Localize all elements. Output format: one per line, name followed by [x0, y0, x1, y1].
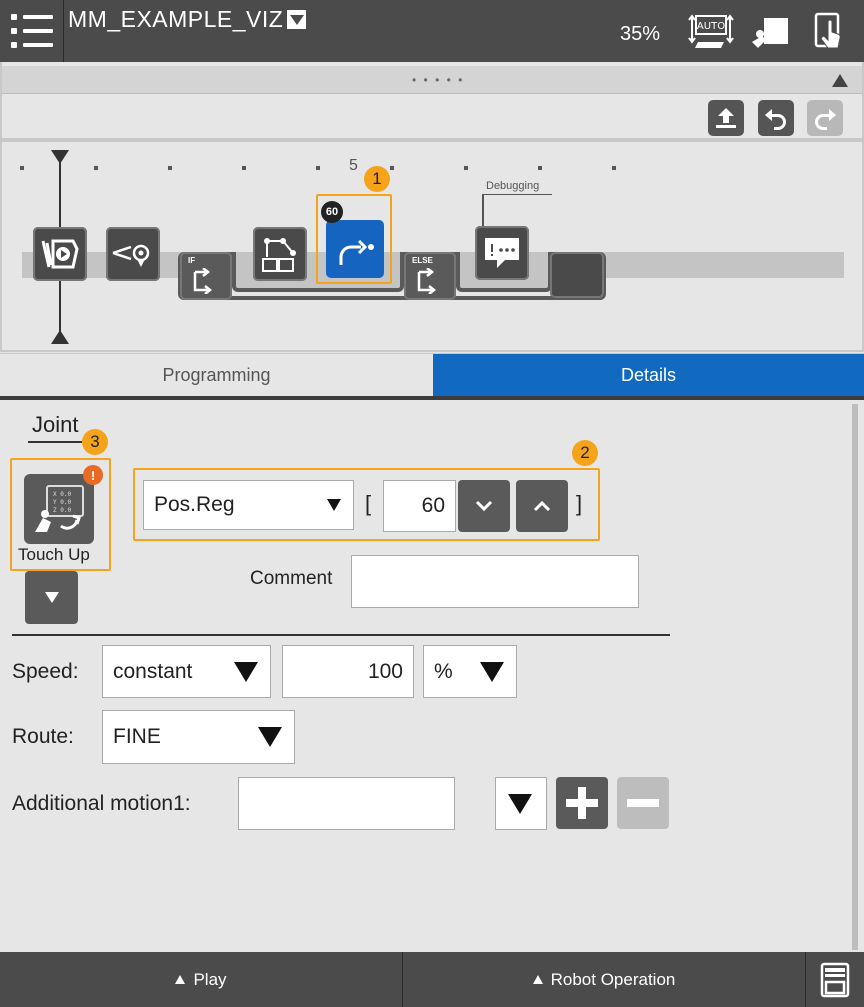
- if-node[interactable]: IF: [180, 252, 232, 300]
- expand-up-icon: [175, 975, 186, 984]
- highlight-box-3: [10, 458, 111, 571]
- debug-annotation: Debugging: [486, 180, 540, 192]
- touch-up-icon: X 0.0 Y 0.0 Z 0.0: [35, 485, 84, 532]
- ruler-number: 5: [349, 157, 358, 174]
- touch-up-button[interactable]: X 0.0 Y 0.0 Z 0.0: [24, 474, 94, 544]
- robot-operation-button[interactable]: Robot Operation: [403, 952, 806, 1007]
- speed-type-dropdown-icon: [234, 661, 258, 682]
- speed-type-select[interactable]: constant: [102, 645, 271, 698]
- program-name: MM_EXAMPLE_VIZ: [68, 6, 284, 32]
- program-dropdown-icon: [287, 10, 307, 29]
- register-number-input[interactable]: 60: [383, 480, 456, 532]
- touch-screen-icon[interactable]: [810, 12, 850, 52]
- section-divider: [12, 634, 670, 636]
- relative-move-icon: [339, 239, 374, 265]
- tab-programming[interactable]: Programming: [0, 353, 433, 396]
- redo-icon: [815, 109, 836, 130]
- move-to-point-node[interactable]: [106, 227, 160, 281]
- speed-label: Speed:: [12, 660, 79, 683]
- route-label: Route:: [12, 725, 74, 748]
- collapse-triangle-icon[interactable]: [832, 74, 848, 87]
- callout-1: 1: [364, 166, 390, 192]
- increment-button[interactable]: [516, 480, 568, 532]
- waypoint-icon: [112, 244, 150, 267]
- warning-badge: !: [83, 465, 103, 485]
- vision-start-icon: [41, 239, 79, 269]
- panel-resize-grip[interactable]: • • • • •: [2, 66, 862, 94]
- svg-text:X 0.0: X 0.0: [53, 491, 71, 498]
- menu-button[interactable]: [0, 0, 64, 62]
- section-title: Joint: [32, 412, 79, 437]
- upload-button[interactable]: [708, 100, 744, 136]
- path-points-node[interactable]: [253, 227, 307, 281]
- add-motion-button[interactable]: [556, 777, 608, 829]
- active-move-node[interactable]: [326, 220, 384, 278]
- additional-motion-dropdown[interactable]: [495, 777, 547, 830]
- chevron-down-icon: [475, 500, 493, 512]
- undo-button[interactable]: [758, 100, 794, 136]
- open-bracket: [: [365, 491, 372, 516]
- branch-icon: [193, 268, 213, 294]
- message-node[interactable]: [475, 226, 529, 280]
- highlight-box-2: [133, 468, 600, 541]
- speed-value-input[interactable]: 100: [282, 645, 414, 698]
- undo-icon: [765, 109, 786, 130]
- touch-up-label: Touch Up: [18, 545, 90, 564]
- remove-motion-button[interactable]: [617, 777, 669, 829]
- position-type-value: Pos.Reg: [154, 493, 235, 516]
- upload-icon: [716, 108, 736, 128]
- minus-icon: [627, 799, 659, 807]
- additional-motion-input[interactable]: [238, 777, 455, 830]
- top-bar: MM_EXAMPLE_VIZ 35% AUTO: [0, 0, 864, 62]
- redo-button[interactable]: [807, 100, 843, 136]
- highlight-box-1: [316, 194, 392, 284]
- position-type-dropdown-icon: [327, 499, 341, 511]
- comment-label: Comment: [250, 568, 333, 589]
- route-dropdown-icon: [258, 727, 282, 747]
- play-button[interactable]: Play: [0, 952, 403, 1007]
- additional-motion-dropdown-icon: [508, 793, 532, 814]
- speed-override[interactable]: 35%: [620, 23, 661, 45]
- else-branch-icon: [417, 268, 437, 294]
- close-bracket: ]: [576, 491, 583, 516]
- additional-motion-label: Additional motion1:: [12, 792, 191, 815]
- layout-panel-icon: [820, 962, 850, 997]
- comment-input[interactable]: [351, 555, 639, 608]
- expand-up-icon: [532, 975, 543, 984]
- callout-3: 3: [82, 429, 108, 455]
- message-bubble-icon: [485, 238, 519, 268]
- teach-pendant-icon[interactable]: [750, 12, 792, 52]
- position-type-select[interactable]: Pos.Reg: [143, 480, 354, 530]
- playhead-top-marker[interactable]: [51, 150, 69, 164]
- else-node[interactable]: ELSE: [404, 252, 456, 300]
- svg-text:Y 0.0: Y 0.0: [53, 499, 71, 506]
- menu-icon: [10, 14, 53, 20]
- playhead-bottom-marker[interactable]: [51, 330, 69, 344]
- callout-2: 2: [572, 440, 598, 466]
- decrement-button[interactable]: [458, 480, 510, 532]
- panel-tabs: Programming Details: [0, 353, 864, 400]
- layout-toggle-button[interactable]: [806, 952, 864, 1007]
- path-points-icon: [262, 238, 296, 272]
- end-if-node[interactable]: [550, 252, 604, 298]
- plus-icon: [566, 787, 598, 819]
- tab-details[interactable]: Details: [433, 353, 864, 396]
- speed-unit-dropdown-icon: [480, 661, 504, 682]
- svg-text:AUTO: AUTO: [697, 21, 725, 32]
- svg-text:Z 0.0: Z 0.0: [53, 507, 71, 514]
- details-scrollbar[interactable]: [852, 404, 858, 950]
- route-select[interactable]: FINE: [102, 710, 295, 764]
- auto-mode-icon[interactable]: AUTO: [688, 12, 734, 52]
- touch-up-options-button[interactable]: [25, 571, 78, 624]
- chevron-up-icon: [533, 500, 551, 512]
- node-badge: 60: [321, 201, 343, 223]
- start-vision-node[interactable]: [33, 227, 87, 281]
- bottom-bar: Play Robot Operation: [0, 952, 864, 1007]
- speed-unit-select[interactable]: %: [423, 645, 517, 698]
- program-selector[interactable]: MM_EXAMPLE_VIZ: [68, 6, 307, 33]
